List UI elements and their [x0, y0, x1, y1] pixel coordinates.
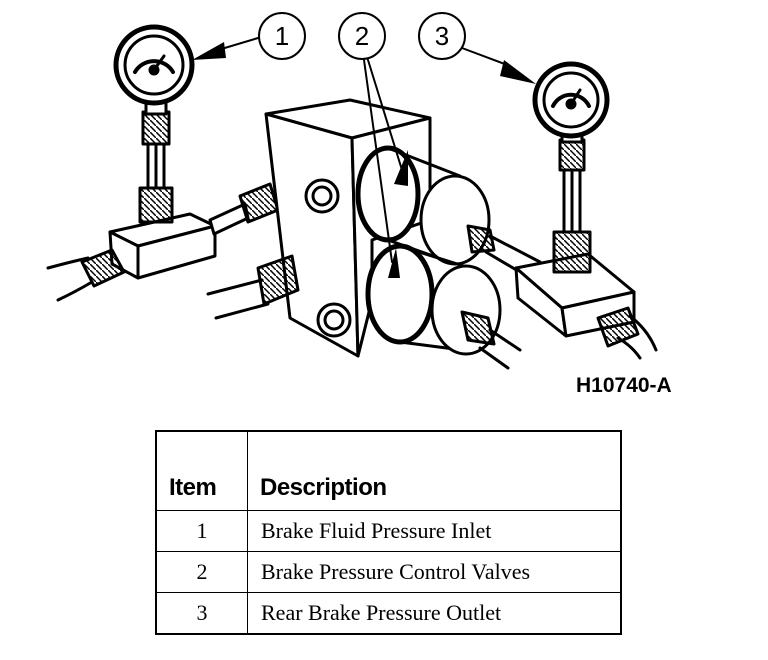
callout-3	[418, 12, 536, 84]
callout-1-number: 1	[275, 21, 289, 51]
left-brake-line	[46, 256, 94, 302]
callout-2	[338, 12, 408, 278]
item-description: Rear Brake Pressure Outlet	[247, 592, 622, 635]
brake-valve-diagram: 1 2 3	[46, 12, 658, 370]
figure-id: H10740-A	[576, 374, 672, 397]
item-description: Brake Fluid Pressure Inlet	[247, 510, 622, 552]
lower-control-valve	[365, 243, 522, 370]
callout-2-number: 2	[355, 21, 369, 51]
item-number: 3	[155, 592, 248, 635]
table-row: 1 Brake Fluid Pressure Inlet	[155, 510, 622, 552]
left-pressure-gauge	[113, 24, 195, 106]
item-description: Brake Pressure Control Valves	[247, 551, 622, 593]
left-gauge-stem	[138, 94, 174, 224]
item-header: Item	[155, 430, 248, 511]
legend-table: Item Description 1 Brake Fluid Pressure …	[155, 430, 622, 635]
table-row: 3 Rear Brake Pressure Outlet	[155, 592, 622, 635]
table-row: 2 Brake Pressure Control Valves	[155, 551, 622, 593]
right-pressure-gauge	[532, 61, 610, 139]
item-number: 2	[155, 551, 248, 593]
legend-header-row: Item Description	[155, 430, 622, 511]
callout-1	[192, 12, 306, 60]
description-header: Description	[247, 430, 622, 511]
callout-3-number: 3	[435, 21, 449, 51]
right-gauge-stem	[552, 122, 592, 274]
middle-brake-line	[206, 254, 300, 320]
left-tee-block	[80, 182, 280, 288]
item-number: 1	[155, 510, 248, 552]
